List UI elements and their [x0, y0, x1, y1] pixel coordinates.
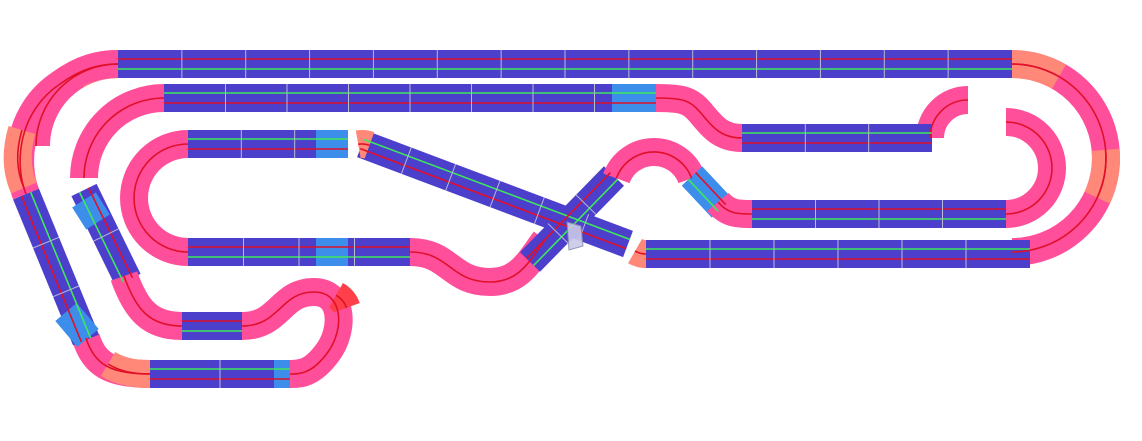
piece-seam	[489, 180, 501, 208]
lane-line	[929, 99, 969, 139]
lane-line	[241, 291, 340, 375]
lane-line	[409, 239, 546, 283]
lane-line	[29, 191, 92, 339]
straight-piece	[519, 166, 625, 272]
lane-line	[83, 97, 165, 179]
lane-line	[1011, 63, 1060, 78]
lane-line	[123, 275, 183, 327]
piece-seam	[52, 285, 80, 298]
piece-seam	[400, 147, 412, 174]
curve-piece	[1011, 50, 1066, 89]
lane-line	[16, 129, 25, 189]
lane-line	[1005, 121, 1053, 215]
curve-piece	[1005, 108, 1066, 228]
curve-piece	[409, 231, 557, 297]
lane-line	[19, 63, 119, 195]
curve-piece	[603, 138, 705, 184]
lane-line	[133, 143, 189, 253]
straight-piece	[681, 166, 733, 218]
lane-line	[335, 294, 348, 309]
curve-piece	[655, 84, 743, 152]
piece-seam	[575, 194, 597, 215]
lane-line	[1096, 149, 1107, 199]
lap-counter-marker-icon	[566, 221, 584, 251]
track-seams	[32, 50, 967, 388]
lane-line	[655, 97, 743, 139]
lane-line	[717, 201, 753, 215]
lane-line	[687, 178, 719, 212]
piece-seam	[93, 228, 119, 242]
short-piece	[55, 302, 99, 348]
curve-piece	[120, 130, 189, 266]
lane-line	[358, 143, 370, 147]
short-piece	[72, 192, 110, 230]
piece-seam	[445, 164, 457, 191]
piece-seam	[32, 236, 60, 249]
lane-line	[20, 195, 83, 343]
lane-line	[634, 250, 647, 255]
lane-line	[107, 363, 151, 375]
lane-line	[525, 171, 611, 260]
lane-line	[615, 151, 693, 179]
lane-line	[695, 172, 727, 206]
lane-line	[533, 178, 619, 267]
piece-seam	[547, 223, 569, 244]
piece-seam	[533, 197, 545, 224]
